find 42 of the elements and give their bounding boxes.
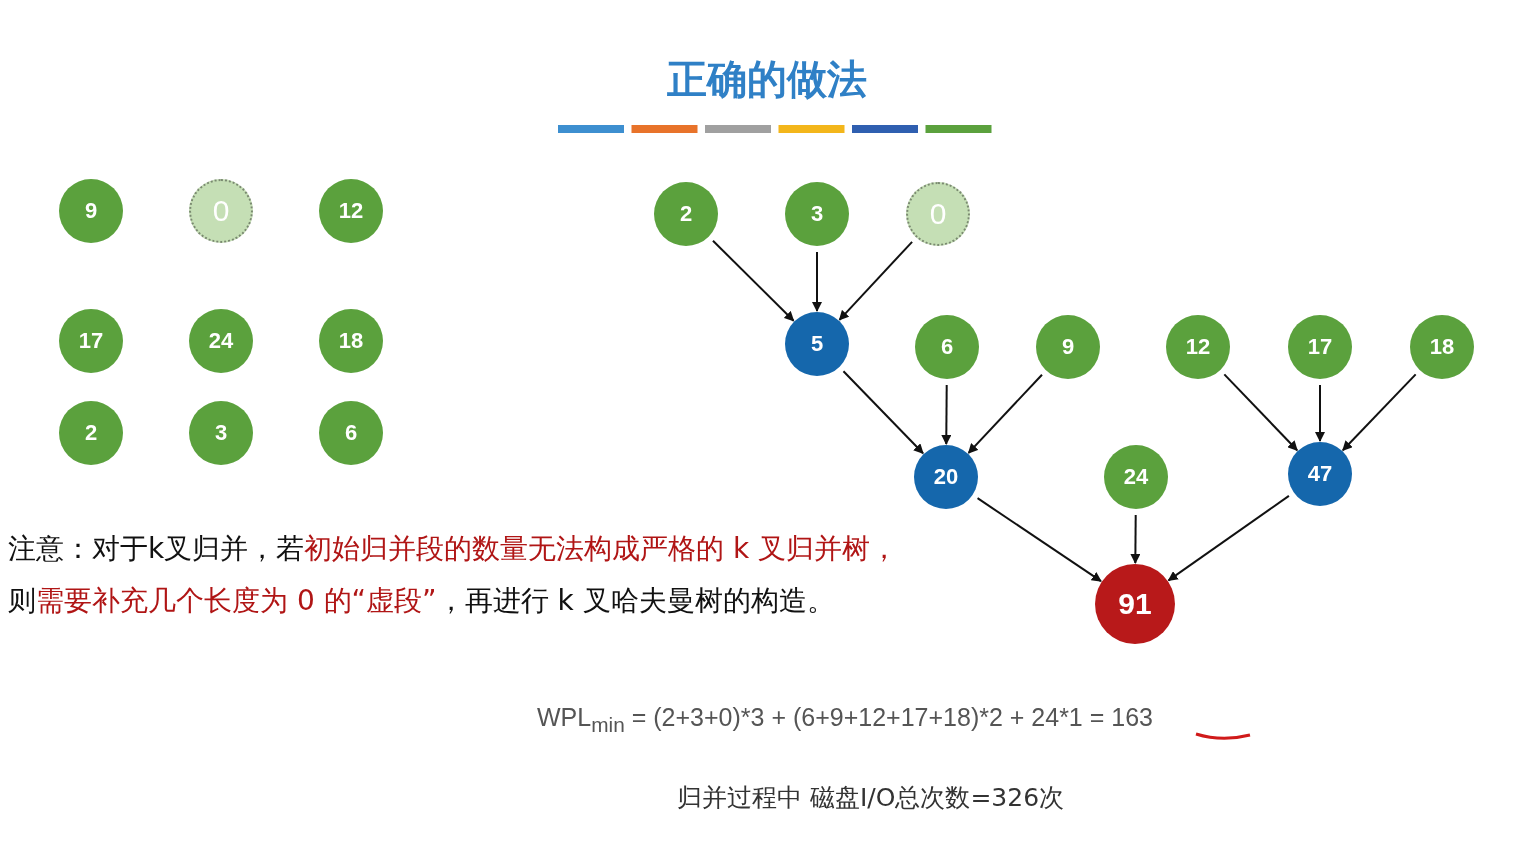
circle-node: 17 [1288,315,1352,379]
note-text: 需要补充几个长度为 0 的“虚段” [36,584,437,617]
arrow [967,373,1043,454]
circle-node: 9 [59,179,123,243]
circle-node: 9 [1036,315,1100,379]
arrow [1130,514,1141,564]
dummy-circle: 0 [189,179,253,243]
arrow [1341,373,1417,452]
formula-text: WPL$_{min}$ = (2+3+0)*3 + (6+9+12+17+18)*2 + 24*1 = 163 [537,703,1153,731]
circle-node: 2 [654,182,718,246]
circle-node: 18 [319,309,383,373]
circle-node: 24 [189,309,253,373]
circle-node: 12 [319,179,383,243]
circle-node: 6 [915,315,979,379]
circle-node: 5 [785,312,849,376]
circle-node: 47 [1288,442,1352,506]
circle-node: 24 [1104,445,1168,509]
circle-node: 3 [189,401,253,465]
arrow [838,240,914,321]
circle-node: 20 [914,445,978,509]
arrow [1223,373,1299,452]
circle-node: 3 [785,182,849,246]
circle-node: 6 [319,401,383,465]
circle-node: 12 [1166,315,1230,379]
circle-node: 2 [59,401,123,465]
arrow [842,370,924,455]
note-text: 初始归并段的数量无法构成严格的 k 叉归并树， [304,532,899,565]
arrow [812,251,822,312]
result-text: 归并过程中 磁盘I/O总次数=326次 [677,783,1065,812]
circle-node: 17 [59,309,123,373]
arrow [976,497,1102,583]
note-text: 注意：对于k叉归并，若 [8,532,305,565]
arrow [1315,384,1325,442]
dummy-circle: 0 [906,182,970,246]
arrow [941,384,952,445]
title: 正确的做法 [667,55,867,104]
arrow [1167,494,1290,582]
arrow [711,239,795,322]
circle-node: 91 [1095,564,1175,644]
note-text: ，再进行 k 叉哈夫曼树的构造。 [436,584,835,617]
circle-node: 18 [1410,315,1474,379]
note-text: 则 [8,584,36,617]
